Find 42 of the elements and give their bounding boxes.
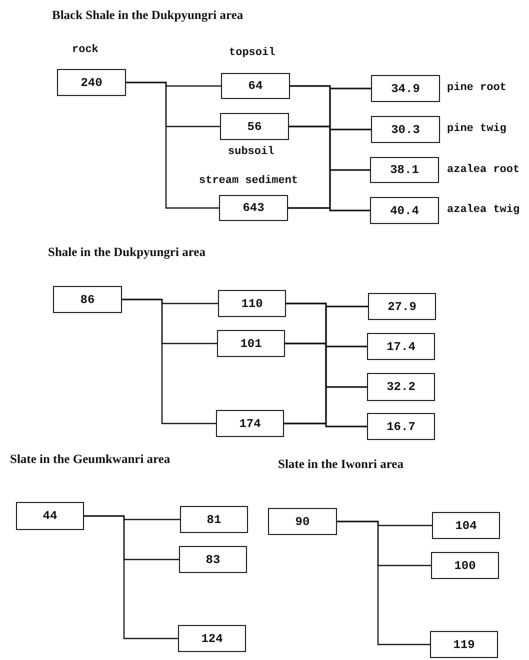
sample-label: subsoil — [228, 146, 274, 158]
value-box: 83 — [179, 546, 247, 573]
connector-line — [126, 82, 219, 209]
section-heading: Shale in the Dukpyungri area — [48, 245, 206, 260]
sample-label: stream sediment — [199, 175, 298, 187]
connector-line — [284, 422, 367, 428]
value-box: 17.4 — [367, 333, 435, 360]
value-box: 64 — [221, 73, 290, 99]
value-box: 27.9 — [368, 293, 436, 320]
value-box: 44 — [16, 502, 84, 530]
sample-label: azalea twig — [447, 204, 520, 216]
value-box: 174 — [216, 410, 284, 437]
value-box: 81 — [180, 506, 248, 533]
sample-label: rock — [72, 44, 98, 56]
value-box: 119 — [430, 631, 498, 658]
connector-line — [84, 515, 178, 640]
sample-label: azalea root — [447, 164, 520, 176]
value-box: 34.9 — [371, 75, 440, 102]
value-box: 124 — [178, 625, 246, 652]
value-box: 240 — [57, 69, 126, 96]
value-box: 40.4 — [370, 197, 439, 224]
connector-line — [288, 207, 370, 212]
value-box: 104 — [432, 512, 500, 539]
value-box: 86 — [53, 286, 122, 313]
value-box: 30.3 — [371, 116, 440, 143]
sample-label: pine twig — [447, 123, 506, 135]
value-box: 32.2 — [367, 373, 435, 401]
value-box: 110 — [218, 290, 286, 317]
section-heading: Slate in the Geumkwanri area — [10, 452, 170, 467]
connector-line — [122, 298, 216, 424]
section-heading: Black Shale in the Dukpyungri area — [52, 8, 244, 23]
sample-label: pine root — [447, 82, 506, 94]
value-box: 56 — [220, 113, 289, 140]
value-box: 38.1 — [370, 157, 439, 183]
section-heading: Slate in the Iwonri area — [278, 457, 404, 472]
value-box: 101 — [217, 330, 285, 357]
value-box: 16.7 — [367, 413, 435, 440]
value-box: 643 — [219, 195, 288, 221]
sample-label: topsoil — [229, 47, 276, 59]
connector-line — [337, 520, 430, 646]
value-box: 90 — [268, 508, 337, 535]
value-box: 100 — [431, 552, 499, 579]
